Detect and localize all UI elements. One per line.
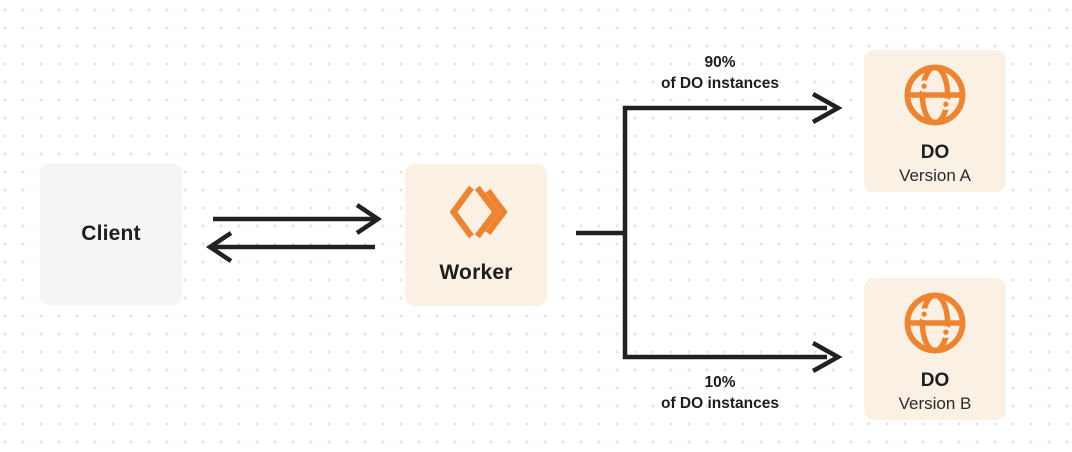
do-version-a-node: DO Version A xyxy=(864,50,1006,192)
do-b-title: DO xyxy=(920,370,950,391)
arrow-right-icon xyxy=(213,203,383,235)
globe-icon xyxy=(904,292,966,354)
split-top-caption: of DO instances xyxy=(661,75,779,92)
arrowhead-bottom-icon xyxy=(811,341,843,373)
worker-node-label: Worker xyxy=(439,261,513,284)
arrowhead-top-icon xyxy=(811,92,843,124)
split-label-top: 90% of DO instances xyxy=(610,52,830,94)
globe-icon xyxy=(904,64,966,126)
do-a-subtitle: Version A xyxy=(899,166,971,185)
arrow-left-icon xyxy=(205,231,375,263)
split-bottom-caption: of DO instances xyxy=(661,395,779,412)
worker-node: Worker xyxy=(405,164,547,306)
split-trunk-line xyxy=(622,105,827,360)
split-branch-arrows xyxy=(576,92,843,373)
client-node: Client xyxy=(40,163,182,305)
split-bottom-percent: 10% xyxy=(704,374,736,391)
workers-chevrons-icon xyxy=(449,185,508,239)
client-node-label: Client xyxy=(81,222,141,245)
do-a-title: DO xyxy=(920,142,950,163)
do-version-b-node: DO Version B xyxy=(864,278,1006,420)
split-label-bottom: 10% of DO instances xyxy=(610,372,830,414)
split-top-percent: 90% xyxy=(704,54,736,71)
do-b-subtitle: Version B xyxy=(898,394,972,413)
client-worker-arrows xyxy=(205,203,383,263)
